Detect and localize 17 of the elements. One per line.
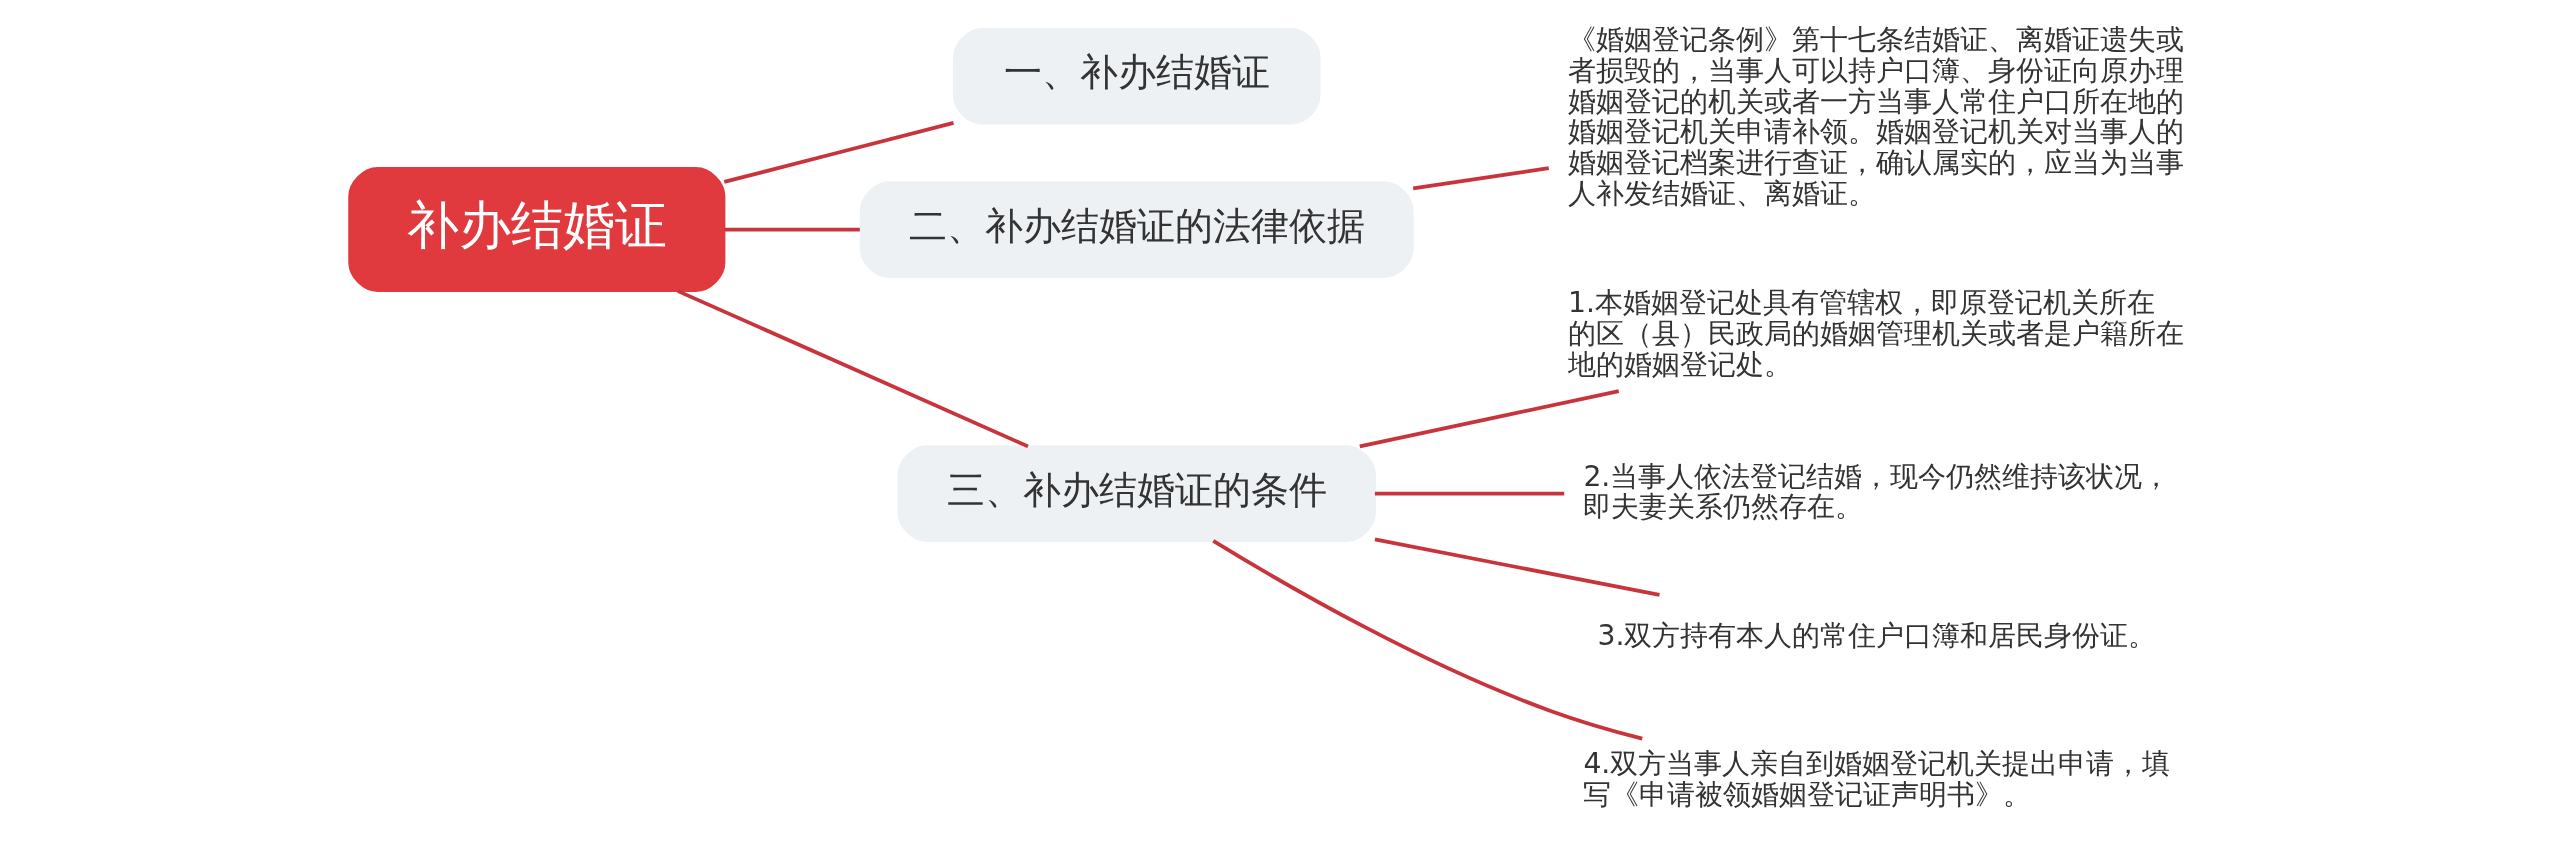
node-text: 2.当事人依法登记结婚，现今仍然维持该状况，即夫妻关系仍然存在。: [1582, 459, 2170, 524]
connector: [1358, 389, 1619, 449]
node-text: 3.双方持有本人的常住户口簿和居民身份证。: [1597, 618, 2156, 652]
connector: [1374, 491, 1564, 496]
connector: [1412, 166, 1549, 191]
node-text: 《婚姻登记条例》第十七条结婚证、离婚证遗失或者损毁的，当事人可以持户口簿、身份证向原办理婚姻登记的机关或者一方当事人常住户口所在地的婚姻登记机关申请补领。婚姻登记机关对当事人的婚姻登记档案进行查证，确认属实的，应当为当事人补发结婚证、离婚证。: [1567, 23, 2184, 210]
connector: [676, 289, 1029, 449]
node-text: 4.双方当事人亲自到婚姻登记机关提出申请，填写《申请被领婚姻登记证声明书》。: [1582, 747, 2170, 811]
connector: [723, 121, 954, 184]
node-text: 1.本婚姻登记处具有管辖权，即原登记机关所在的区（县）民政局的婚姻管理机关或者是户籍所在地的婚姻登记处。: [1567, 286, 2184, 381]
connector: [1374, 537, 1660, 597]
node-box: 三、补办结婚证的条件: [896, 445, 1376, 542]
node-box: 补办结婚证: [347, 167, 725, 293]
node-box: 二、补办结婚证的法律依据: [859, 181, 1414, 278]
node-box: 一、补办结婚证: [952, 28, 1321, 125]
connector: [1211, 539, 1643, 741]
connector: [723, 227, 860, 232]
